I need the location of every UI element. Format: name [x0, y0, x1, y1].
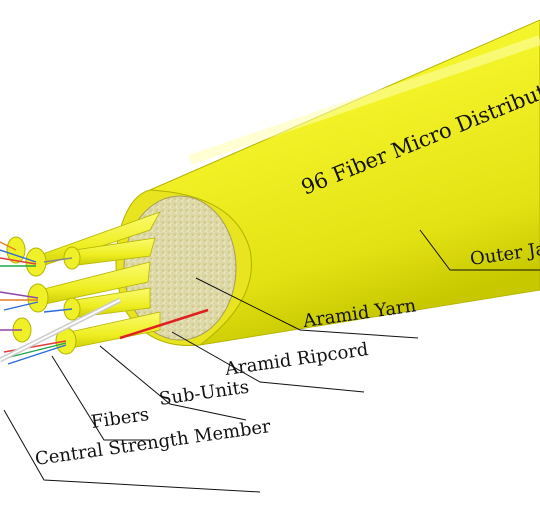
aramid-ripcord [119, 308, 209, 340]
label-fibers: Fibers [90, 404, 151, 433]
aramid-yarn-core [123, 195, 237, 341]
sub-unit-tubes [6, 211, 161, 355]
label-aramid-ripcord: Aramid Ripcord [223, 339, 370, 380]
label-central-strength-member: Central Strength Member [34, 416, 272, 470]
label-sub-units: Sub-Units [158, 377, 251, 410]
central-strength-member [0, 297, 122, 363]
leader-lines [3, 229, 540, 493]
